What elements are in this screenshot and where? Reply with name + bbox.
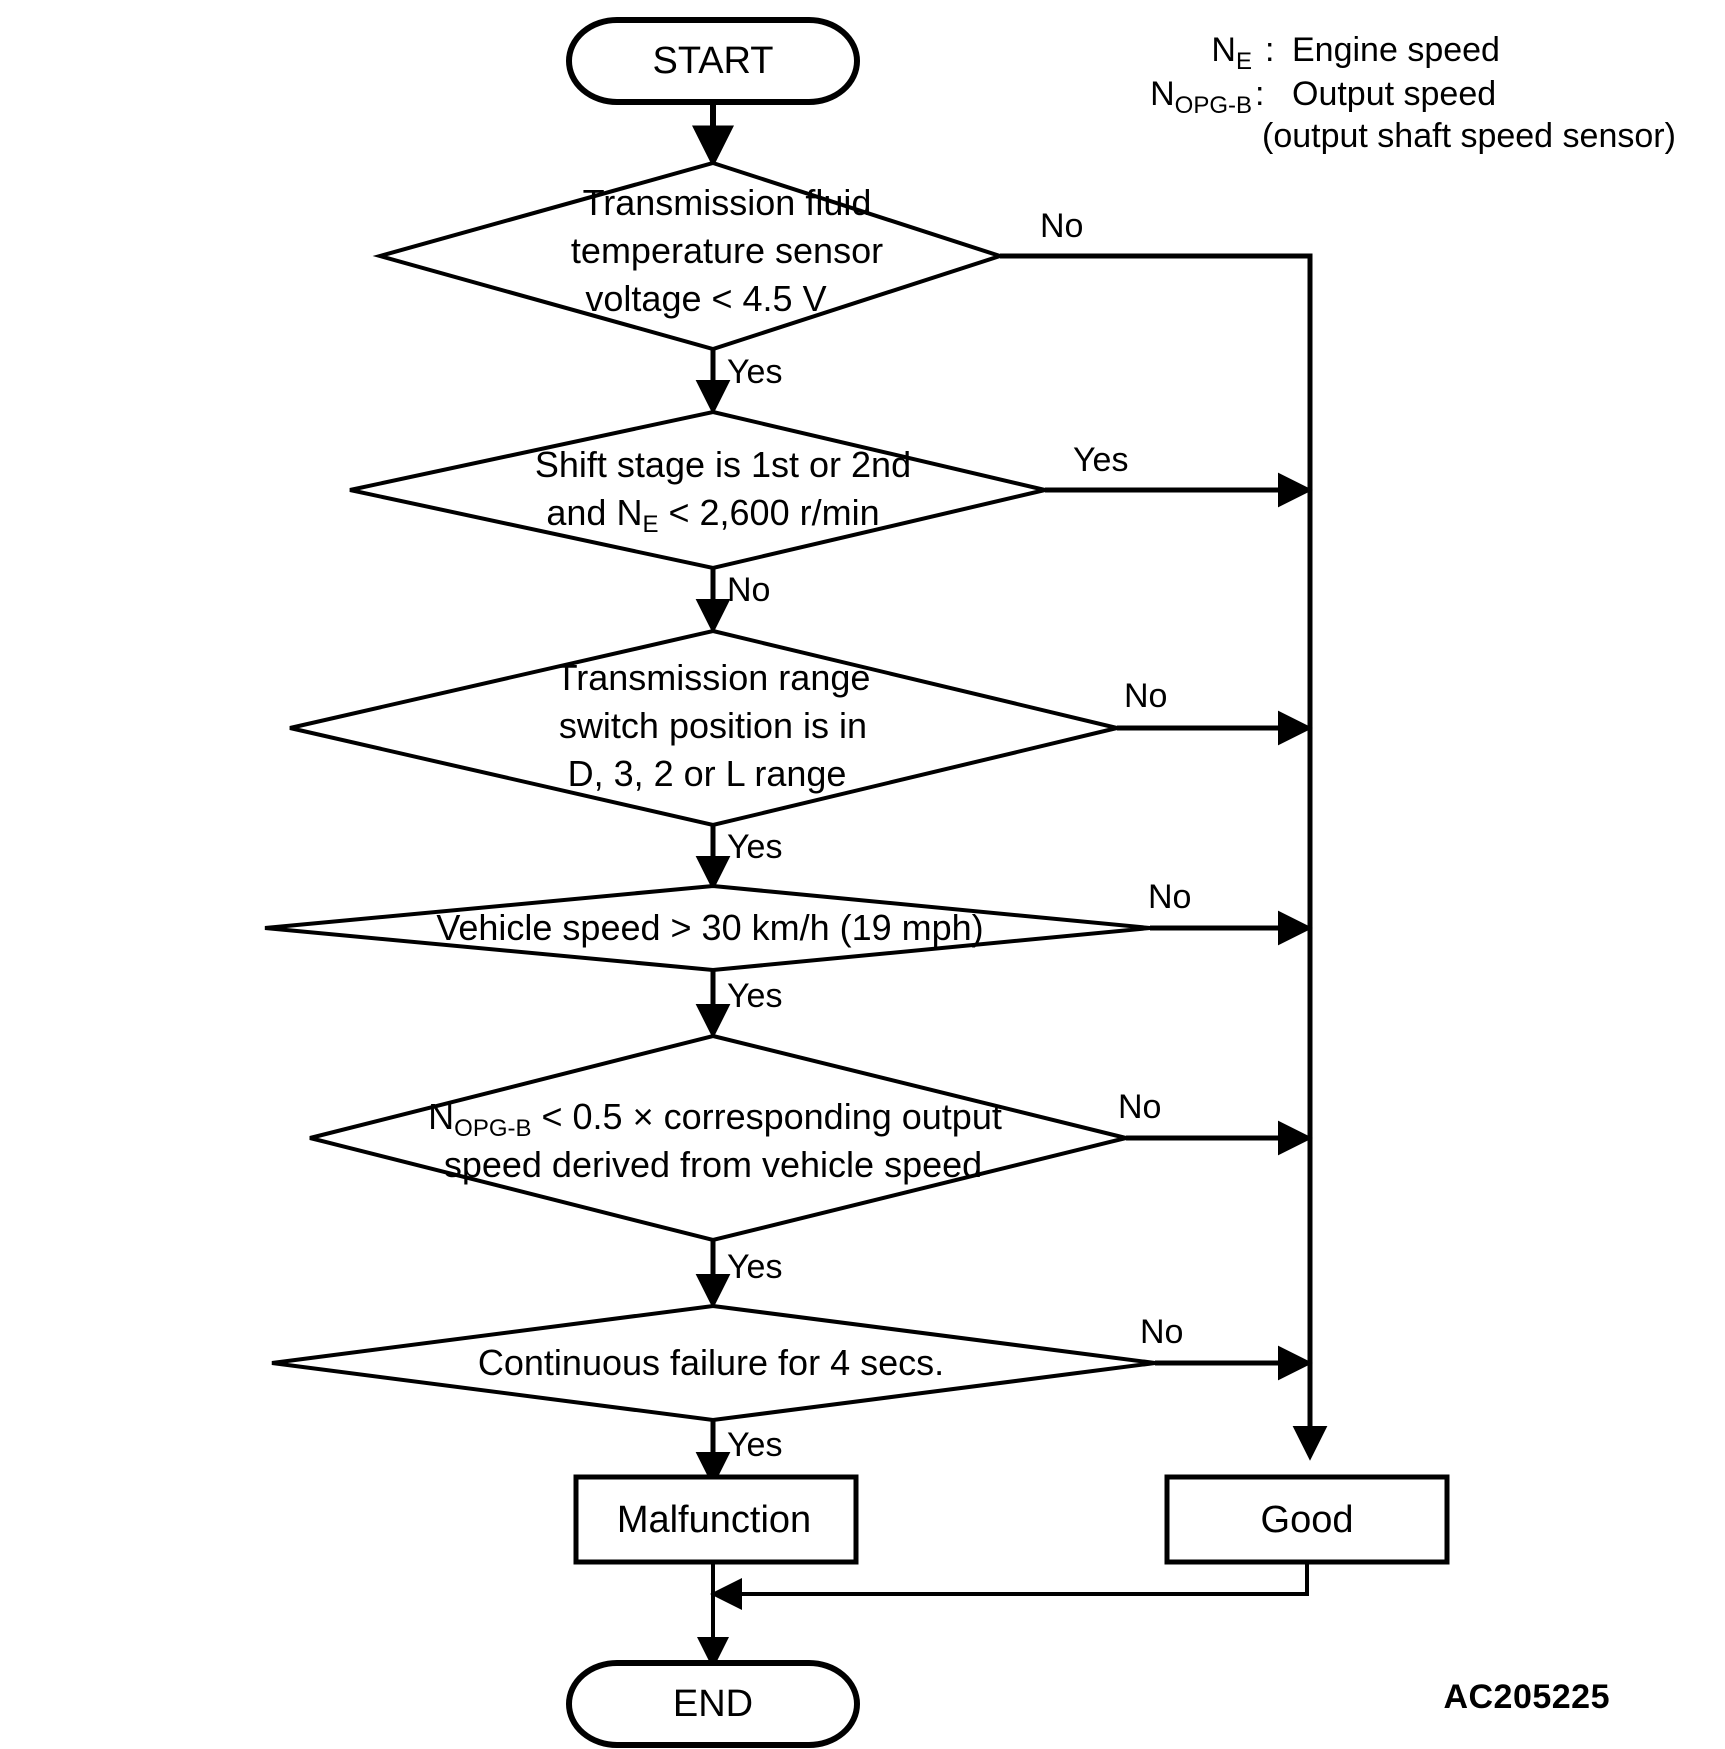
node-malfunction: Malfunction xyxy=(573,1474,859,1565)
node-decision5: NOPG-B < 0.5 × corresponding output spee… xyxy=(309,1033,1127,1243)
legend-sep-1: : xyxy=(1255,75,1264,113)
legend-symbol-0: NE xyxy=(1211,31,1252,75)
label-decision6-yes: Yes xyxy=(727,1426,782,1464)
diagram-code: AC205225 xyxy=(1443,1678,1610,1716)
node-decision3: Transmission range switch position is in… xyxy=(289,628,1118,828)
label-decision1-no: No xyxy=(1040,207,1083,245)
node-decision6-line1: Continuous failure for 4 secs. xyxy=(478,1342,944,1383)
node-decision4-line1: Vehicle speed > 30 km/h (19 mph) xyxy=(436,907,983,948)
node-decision1-line3: voltage < 4.5 V xyxy=(585,278,826,319)
node-end-label: END xyxy=(673,1683,753,1725)
node-malfunction-label: Malfunction xyxy=(617,1499,811,1541)
node-decision1: Transmission fluid temperature sensor vo… xyxy=(372,160,1007,352)
label-decision5-no: No xyxy=(1118,1088,1161,1126)
legend-symbol-1: NOPG-B xyxy=(1150,75,1252,119)
label-decision6-no: No xyxy=(1140,1313,1183,1351)
legend-definition-1: Output speed xyxy=(1292,75,1496,113)
label-decision5-yes: Yes xyxy=(727,1248,782,1286)
legend: NE : Engine speed NOPG-B : Output speed … xyxy=(1150,31,1676,155)
node-decision6: Continuous failure for 4 secs. xyxy=(271,1303,1156,1423)
label-decision4-no: No xyxy=(1148,878,1191,916)
node-good-label: Good xyxy=(1261,1499,1354,1541)
edge-decision1-no xyxy=(1000,253,1328,1461)
label-decision2-yes: Yes xyxy=(1073,441,1128,479)
node-decision3-line3: D, 3, 2 or L range xyxy=(568,753,847,794)
edge-good-to-end-merge xyxy=(710,1562,1309,1610)
legend-definition-2: (output shaft speed sensor) xyxy=(1262,117,1676,155)
node-end: END xyxy=(566,1660,860,1748)
node-decision1-line2: temperature sensor xyxy=(571,230,883,271)
node-start: START xyxy=(566,17,860,105)
legend-definition-0: Engine speed xyxy=(1292,31,1500,69)
node-decision5-line1: NOPG-B < 0.5 × corresponding output xyxy=(428,1096,1002,1142)
node-decision2-line1: Shift stage is 1st or 2nd xyxy=(535,444,911,485)
node-start-label: START xyxy=(652,40,773,82)
label-decision2-no: No xyxy=(727,571,770,609)
node-decision3-line2: switch position is in xyxy=(559,705,867,746)
legend-sep-0: : xyxy=(1265,31,1274,69)
node-decision2: Shift stage is 1st or 2nd and NE < 2,600… xyxy=(349,409,1046,571)
node-decision2-line2: and NE < 2,600 r/min xyxy=(546,492,879,538)
label-decision3-no: No xyxy=(1124,677,1167,715)
node-good: Good xyxy=(1164,1474,1450,1565)
label-decision1-yes: Yes xyxy=(727,353,782,391)
label-decision4-yes: Yes xyxy=(727,977,782,1015)
node-decision3-line1: Transmission range xyxy=(556,657,871,698)
node-decision4: Vehicle speed > 30 km/h (19 mph) xyxy=(264,883,1151,973)
label-decision3-yes: Yes xyxy=(727,828,782,866)
node-decision1-line1: Transmission fluid xyxy=(583,182,872,223)
node-decision5-line2: speed derived from vehicle speed xyxy=(444,1144,982,1185)
